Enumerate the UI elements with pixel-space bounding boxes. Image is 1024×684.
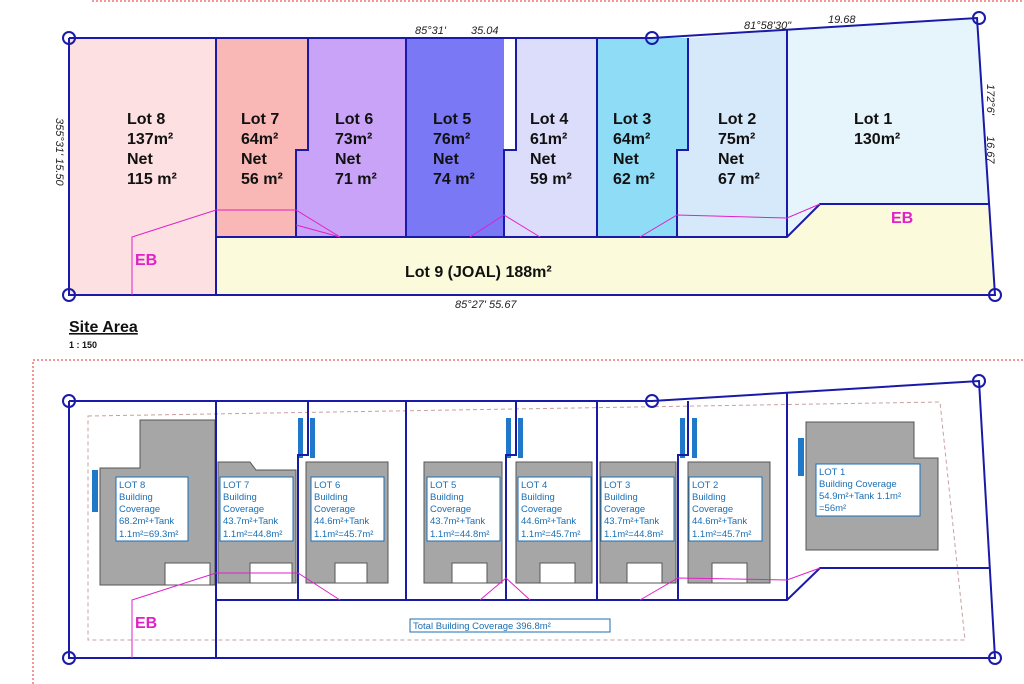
lot-9-label: Lot 9 (JOAL) 188m²	[405, 264, 552, 281]
scale-label: 1 : 150	[69, 340, 97, 350]
eb-label-right: EB	[891, 210, 913, 227]
dim-top-left-length: 35.04	[471, 25, 499, 37]
lot-7-fill	[216, 38, 308, 237]
dim-top-right-length: 19.68	[828, 14, 856, 26]
lot-3-fill	[597, 38, 688, 237]
tank-lot-6	[310, 418, 315, 458]
boundary-dimensions: 85°31' 35.04 81°58'30" 19.68 355°31' 15.…	[53, 14, 996, 311]
coverage-boxes	[115, 463, 921, 633]
site-area-title: Site Area	[69, 319, 138, 336]
site-boundary	[68, 16, 997, 296]
tank-lot-1	[798, 438, 804, 476]
dim-right-length: 16.67	[984, 136, 996, 164]
lot-9-fill	[216, 204, 995, 295]
lot-5-fill	[406, 38, 504, 237]
tank-lot-3	[680, 418, 685, 458]
dim-left: 355°31' 15.50	[53, 118, 65, 187]
lot-8-fill	[69, 38, 216, 295]
dim-top-right-bearing: 81°58'30"	[744, 20, 792, 32]
lot-4-fill	[504, 38, 597, 237]
dim-bottom: 85°27' 55.67	[455, 299, 517, 311]
eb-label-left: EB	[135, 252, 157, 269]
tank-lot-5	[506, 418, 511, 458]
eb-label-lower: EB	[135, 615, 157, 632]
site-area-plan	[62, 11, 1002, 302]
lot-1-fill	[787, 18, 989, 237]
tank-lot-2	[692, 418, 697, 458]
dim-top-left-bearing: 85°31'	[415, 25, 447, 37]
lot-2-fill	[677, 30, 787, 237]
tank-lot-7	[298, 418, 303, 458]
dim-right-bearing: 172°6'	[984, 84, 996, 116]
total-coverage-label: Total Building Coverage 396.8m²	[413, 621, 551, 632]
sheet-border-lower	[32, 359, 1024, 684]
tank-lot-8	[92, 470, 98, 512]
lot-6-fill	[296, 38, 406, 237]
tank-lot-4	[518, 418, 523, 458]
